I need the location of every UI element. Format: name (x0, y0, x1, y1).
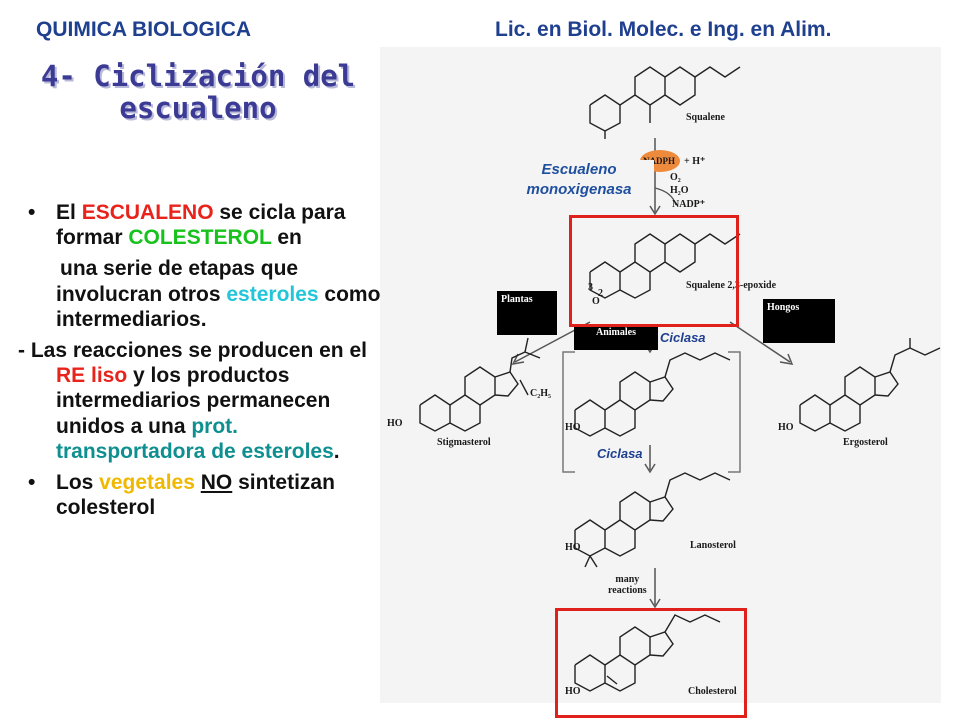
epoxide-structure (589, 233, 741, 299)
nadp-label: NADP⁺ (672, 199, 706, 210)
escualeno-term: ESCUALENO (81, 201, 214, 224)
re-liso-term: RE liso (56, 364, 128, 388)
bullet-1-continuation: una serie de etapas que involucran otros… (18, 256, 390, 332)
bullet-1-text-e: en (271, 226, 302, 250)
bullet-list: El ESCUALENO se cicla para formar COLEST… (18, 200, 390, 526)
cholesterol-label: Cholesterol (688, 686, 737, 697)
enzyme-label: Escualeno monoxigenasa (504, 160, 654, 199)
stigmasterol-structure (419, 337, 541, 432)
oxygen-label: O (592, 296, 600, 307)
squalene-label: Squalene (686, 112, 725, 123)
slide-title-line2: escualeno (119, 91, 277, 126)
h2o-label: H₂O (670, 185, 689, 196)
no-term: NO (200, 470, 233, 494)
ho-label-cholesterol: HO (565, 686, 581, 697)
ho-label-lanosterol: HO (565, 542, 581, 553)
slide-title-line1: 4- Ciclización del (40, 59, 356, 93)
bullet-3-text-e: sintetizan colesterol (56, 470, 335, 520)
animales-label: Animales (596, 327, 636, 338)
bullet-2-text-a: una serie de etapas que involucran otros (56, 257, 299, 306)
animales-box: Animales (574, 324, 658, 350)
many-reactions-label: many reactions (608, 574, 647, 596)
dash-text-a: - Las reacciones se producen en el (18, 338, 367, 362)
plantas-box: Plantas (497, 291, 557, 335)
bullet-2-text-c: como intermediarios. (56, 282, 381, 331)
transport-protein-term: prot. transportadora de esteroles (56, 414, 334, 463)
bullet-1: El ESCUALENO se cicla para formar COLEST… (18, 200, 390, 250)
intermediate-structure (574, 352, 731, 437)
cholesterol-highlight-box (555, 608, 747, 718)
many-reactions-line1: many (615, 574, 640, 585)
vegetales-term: vegetales (99, 470, 195, 494)
degree-title: Lic. en Biol. Molec. e Ing. en Alim. (495, 18, 832, 41)
bullet-1-text-a: El (56, 201, 82, 224)
ciclasa-label-2: Ciclasa (597, 446, 643, 461)
squalene-structure (589, 66, 741, 139)
dash-paragraph: - Las reacciones se producen en el RE li… (18, 338, 390, 464)
lanosterol-label: Lanosterol (690, 540, 736, 551)
dash-text-c: y los productos intermediarios permanece… (56, 364, 331, 438)
bullet-3-text-a: Los (56, 470, 100, 494)
colesterol-term: COLESTEROL (128, 226, 272, 250)
h-plus-label: + H⁺ (684, 156, 706, 167)
ergosterol-structure (799, 338, 941, 432)
ho-label-ergo: HO (778, 422, 794, 433)
cholesterol-structure (574, 614, 721, 692)
carbon-2-label: 2 (598, 288, 603, 299)
enzyme-line1: Escualeno (541, 161, 617, 178)
ho-label-intermediate: HO (565, 422, 581, 433)
hongos-box: Hongos (763, 299, 835, 343)
ciclasa-label-1: Ciclasa (660, 330, 706, 345)
c2h5-label: C₂H₅ (530, 388, 551, 399)
o2-label: O₂ (670, 172, 681, 183)
carbon-3-label: 3 (588, 282, 593, 293)
enzyme-line2: monoxigenasa (526, 180, 632, 198)
bullet-2: Los vegetales NO sintetizan colesterol (18, 470, 390, 520)
slide-title: 4- Ciclización del escualeno (28, 60, 368, 125)
dash-text-e: . (333, 439, 340, 463)
ho-label-stigma: HO (387, 418, 403, 429)
nadph-label: NADPH (643, 156, 675, 166)
stigmasterol-label: Stigmasterol (437, 437, 491, 448)
epoxide-highlight-box (569, 215, 739, 327)
plantas-label: Plantas (501, 294, 533, 305)
lanosterol-structure (574, 472, 731, 568)
course-title: QUIMICA BIOLOGICA (36, 18, 252, 41)
epoxide-label: Squalene 2,3-epoxide (686, 280, 777, 291)
esteroles-term: esteroles (226, 282, 319, 306)
bullet-1-text-c: se cicla para formar (56, 201, 346, 250)
many-reactions-line2: reactions (608, 585, 647, 596)
ergosterol-label: Ergosterol (843, 437, 888, 448)
hongos-label: Hongos (767, 302, 800, 313)
